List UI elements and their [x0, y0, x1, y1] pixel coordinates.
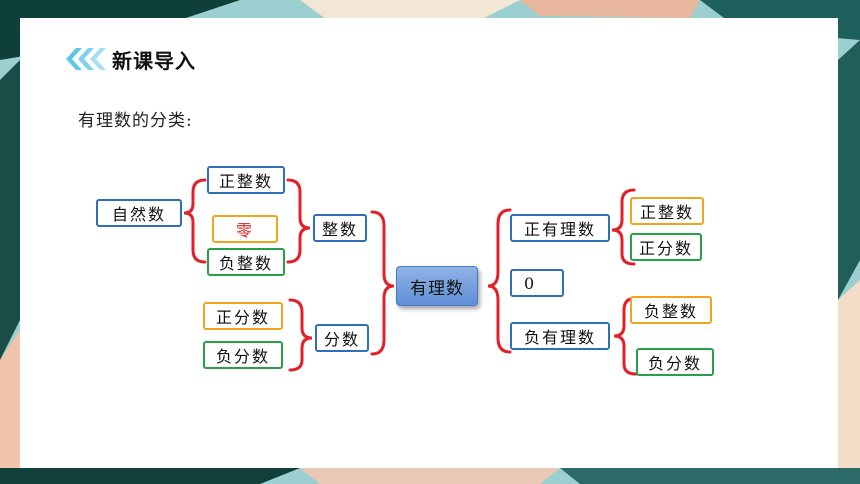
triple-chevron-left-icon [66, 48, 106, 70]
section-header: 新课导入 [62, 44, 196, 74]
node-positive-integers-2: 正整数 [630, 197, 704, 225]
node-positive-fractions-2: 正分数 [630, 233, 702, 261]
node-zero-word: 零 [212, 215, 278, 243]
subtitle: 有理数的分类: [78, 111, 193, 131]
node-negative-fractions: 负分数 [203, 341, 283, 369]
node-zero-digit: 0 [510, 269, 564, 297]
node-fractions: 分数 [315, 324, 369, 352]
node-natural-numbers: 自然数 [96, 199, 182, 227]
slide-canvas [20, 18, 838, 468]
node-negative-fractions-2: 负分数 [636, 348, 714, 376]
node-negative-rationals: 负有理数 [510, 322, 610, 350]
node-positive-rationals: 正有理数 [510, 214, 610, 242]
node-positive-integers: 正整数 [207, 166, 285, 194]
node-negative-integers-2: 负整数 [630, 296, 712, 324]
header-title: 新课导入 [112, 48, 196, 73]
node-rational-numbers: 有理数 [396, 266, 478, 306]
node-integers: 整数 [313, 214, 367, 242]
node-negative-integers: 负整数 [207, 248, 285, 276]
node-positive-fractions: 正分数 [203, 302, 283, 330]
